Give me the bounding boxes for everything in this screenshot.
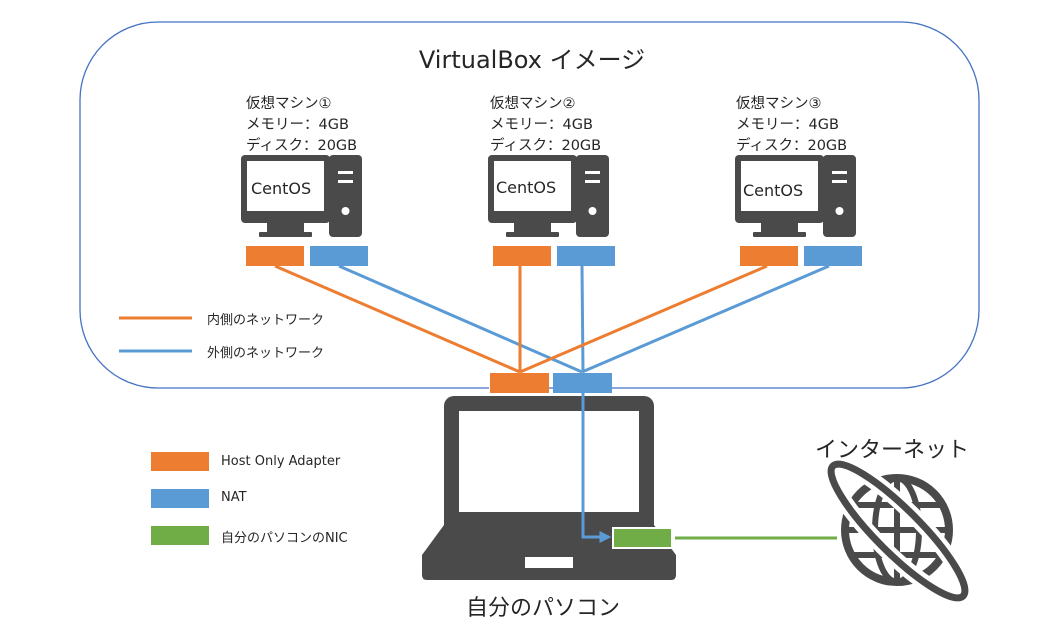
tower-case [576,155,609,237]
monitor-stand [761,223,798,232]
desktop-computer-icon [488,155,609,237]
tower-slot [585,171,600,174]
monitor-screen [247,161,324,211]
vm3-nat-link [581,264,830,374]
vm-os-label-1: CentOS [251,179,312,198]
vm-memory: メモリー：4GB [490,117,593,133]
monitor-screen [741,161,818,211]
host-nat-adapter [553,373,612,393]
vm-computer-1 [241,155,368,266]
desktop-computer-icon [735,155,856,237]
vm2-nat-link [580,265,585,373]
vm-name: 仮想マシン① [246,96,332,112]
desktop-computer-icon [241,155,362,237]
monitor-base [506,232,559,237]
monitor-stand [267,223,304,232]
tower-case [329,155,362,237]
vm-disk: ディスク：20GB [490,138,602,154]
connection-lines [274,264,830,374]
vm-os-label-3: CentOS [743,181,804,200]
vm-nat-adapter [557,246,615,266]
laptop-icon [422,396,676,580]
tower-power-button [341,207,350,215]
monitor-screen [494,161,571,211]
vm-host-only-adapter [740,246,798,266]
vm-memory: メモリー：4GB [736,117,839,133]
vm-nat-adapter [310,246,368,266]
vm-host-only-adapter [246,246,304,266]
globe-icon [823,456,973,606]
host-host-only-adapter [490,373,549,393]
tower-slot [832,171,847,174]
tower-slot [338,180,353,183]
vm-spec-2: 仮想マシン② メモリー：4GB ディスク：20GB [490,94,601,157]
tower-slot [832,180,847,183]
vm-disk: ディスク：20GB [246,138,358,154]
monitor-stand [514,223,551,232]
legend-label-nat: NAT [221,490,247,505]
tower-slot [338,171,353,174]
vm-os-label-2: CentOS [496,178,557,197]
legend-swatch-nat [151,489,209,508]
vm1-host-only-link [274,264,521,374]
tower-power-button [588,207,597,215]
internet-label: インターネット [815,438,970,463]
vm-name: 仮想マシン② [490,96,576,112]
legend-label-inner: 内側のネットワーク [207,313,325,328]
tower-case [823,155,856,237]
legend-label-nic: 自分のパソコンのNIC [221,531,348,546]
vm-computer-3 [735,155,862,266]
tower-slot [585,180,600,183]
vm-spec-3: 仮想マシン③ メモリー：4GB ディスク：20GB [736,94,847,157]
vm1-nat-link [338,264,583,374]
vm-host-only-adapter [493,246,551,266]
vm-computer-2 [488,155,615,266]
monitor-base [259,232,312,237]
legend-label-host-only: Host Only Adapter [221,454,341,469]
host-nic [614,529,671,547]
legend-swatch-nic [151,526,209,545]
diagram-title: VirtualBox イメージ [418,46,646,74]
tower-power-button [835,207,844,215]
host-label: 自分のパソコン [466,596,621,621]
vm-disk: ディスク：20GB [736,138,848,154]
vm-nat-adapter [804,246,862,266]
nat-to-nic-link [581,393,612,543]
vm-memory: メモリー：4GB [246,117,349,133]
legend-label-outer: 外側のネットワーク [207,346,325,361]
vm-name: 仮想マシン③ [736,96,822,112]
vm3-host-only-link [519,264,768,374]
vm-spec-1: 仮想マシン① メモリー：4GB ディスク：20GB [246,94,357,157]
monitor-base [753,232,806,237]
legend-swatch-host-only [151,452,209,471]
